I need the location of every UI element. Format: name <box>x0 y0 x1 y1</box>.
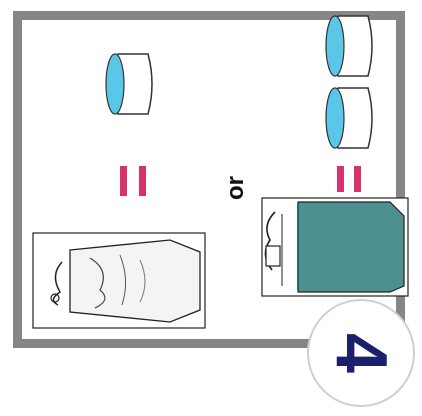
or-label: or <box>221 165 251 211</box>
pitcher-right <box>262 198 408 296</box>
measuring-cup-top <box>326 16 372 76</box>
measuring-cup-single <box>106 54 152 114</box>
pitcher-left <box>33 233 205 328</box>
measuring-cup-bottom <box>326 88 372 148</box>
equals-sign-right <box>337 166 361 192</box>
step-number: 4 <box>308 300 414 406</box>
equals-sign-left <box>120 166 146 196</box>
